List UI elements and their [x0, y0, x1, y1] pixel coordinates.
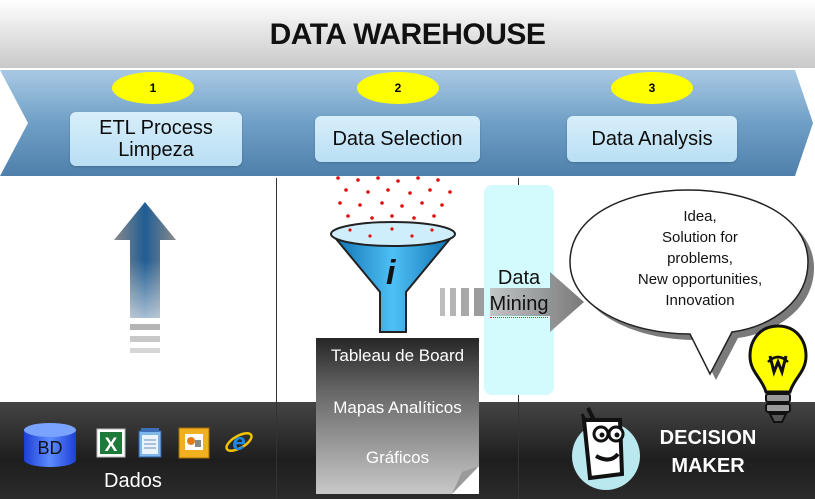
page-title: DATA WAREHOUSE	[269, 18, 546, 51]
step-1-box: ETL Process Limpeza	[70, 112, 242, 166]
column-divider	[276, 178, 277, 499]
page-curl	[452, 466, 479, 494]
database-icon: BD	[24, 423, 76, 467]
ie-icon: e	[225, 429, 253, 456]
step-2-label: Data Selection	[332, 128, 463, 150]
bubble-line: Solution for	[662, 229, 738, 246]
up-arrow-icon	[114, 202, 176, 353]
step-1-label-line1: ETL Process	[99, 117, 213, 139]
report-item-mapas: Mapas Analíticos	[333, 398, 462, 417]
svg-text:i: i	[386, 254, 397, 292]
svg-text:e: e	[232, 429, 245, 456]
svg-text:X: X	[105, 435, 118, 456]
mining-line1: Data	[497, 267, 541, 289]
step-1-label-line2: Limpeza	[118, 139, 194, 161]
decision-line2: MAKER	[671, 455, 745, 477]
bubble-line: problems,	[667, 250, 733, 267]
data-sources-caption: Dados	[104, 470, 162, 492]
step-1-badge: 1	[112, 72, 194, 104]
title-bar	[0, 0, 815, 68]
decision-maker-label: DECISION MAKER	[646, 424, 770, 480]
report-item-graficos: Gráficos	[365, 448, 430, 467]
dotted-arrow-icon	[440, 272, 584, 332]
bubble-line: New opportunities,	[637, 271, 763, 288]
data-mining-label: Data Mining	[484, 265, 554, 318]
decision-line1: DECISION	[659, 427, 757, 449]
thought-bubble	[569, 189, 814, 380]
step-3-box: Data Analysis	[567, 116, 737, 162]
step-3-badge: 3	[611, 72, 693, 104]
notepad-icon	[138, 428, 162, 458]
bubble-line: Idea,	[683, 208, 717, 225]
db-label: BD	[37, 438, 62, 458]
bubble-line: Innovation	[665, 292, 735, 309]
step-2-box: Data Selection	[315, 116, 480, 162]
excel-icon: X	[96, 428, 126, 458]
reports-panel	[316, 338, 479, 494]
funnel-info-icon: i	[329, 176, 457, 333]
report-item-tableau: Tableau de Board	[330, 346, 465, 365]
presentation-icon	[178, 427, 210, 459]
mining-line2: Mining	[489, 291, 549, 318]
lightbulb-icon	[748, 324, 808, 423]
step-2-badge: 2	[357, 72, 439, 104]
bubble-text: Idea, Solution for problems, New opportu…	[600, 206, 800, 311]
step-3-label: Data Analysis	[591, 128, 713, 150]
decision-maker-face-icon	[572, 407, 640, 490]
